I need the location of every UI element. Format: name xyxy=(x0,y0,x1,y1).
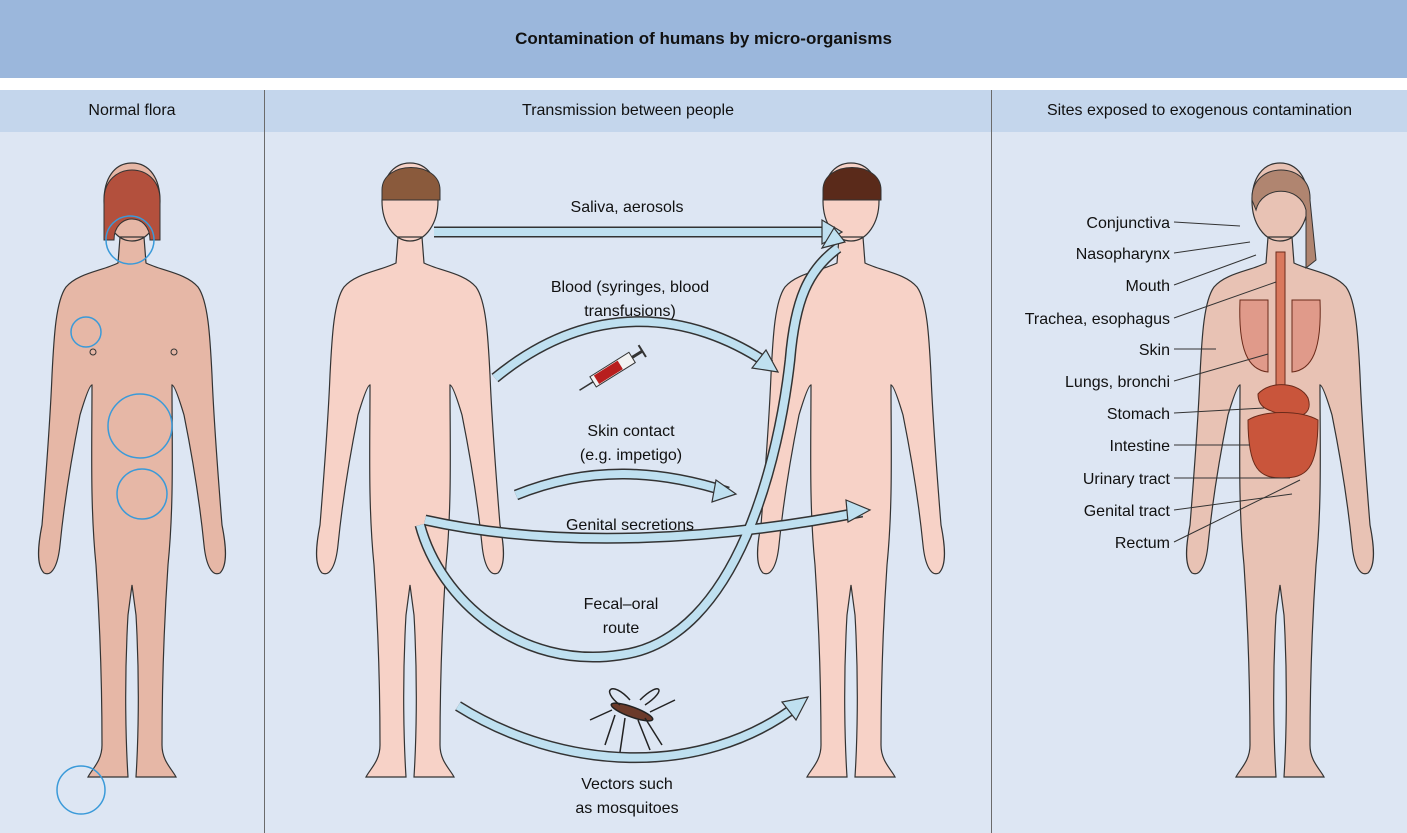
male-figure-recipient xyxy=(758,163,945,777)
site-conjunctiva: Conjunctiva xyxy=(1086,215,1170,232)
label-saliva: Saliva, aerosols xyxy=(571,199,684,216)
flora-circle-foot xyxy=(57,766,105,814)
site-skin: Skin xyxy=(1139,342,1170,359)
site-stomach: Stomach xyxy=(1107,406,1170,423)
syringe-icon xyxy=(576,345,646,396)
site-rectum: Rectum xyxy=(1115,535,1170,552)
label-vectors-line2: as mosquitoes xyxy=(575,800,678,817)
label-skin-line2: (e.g. impetigo) xyxy=(580,447,682,464)
site-genital: Genital tract xyxy=(1084,503,1171,520)
mosquito-icon xyxy=(590,689,675,752)
site-intestine: Intestine xyxy=(1110,438,1171,455)
label-genital: Genital secretions xyxy=(566,517,694,534)
site-nasopharynx: Nasopharynx xyxy=(1076,246,1170,263)
arrowhead-skin xyxy=(712,480,736,502)
label-fecal-line1: Fecal–oral xyxy=(584,596,659,613)
site-urinary: Urinary tract xyxy=(1083,471,1171,488)
male-figure-source xyxy=(317,163,504,777)
label-blood-line2: transfusions) xyxy=(584,303,676,320)
site-trachea: Trachea, esophagus xyxy=(1025,311,1170,328)
site-mouth: Mouth xyxy=(1126,278,1170,295)
label-fecal-line2: route xyxy=(603,620,640,637)
label-skin-line1: Skin contact xyxy=(587,423,675,440)
female-figure-normal-flora xyxy=(39,163,226,777)
site-lungs: Lungs, bronchi xyxy=(1065,374,1170,391)
label-vectors-line1: Vectors such xyxy=(581,776,673,793)
label-blood-line1: Blood (syringes, blood xyxy=(551,279,709,296)
